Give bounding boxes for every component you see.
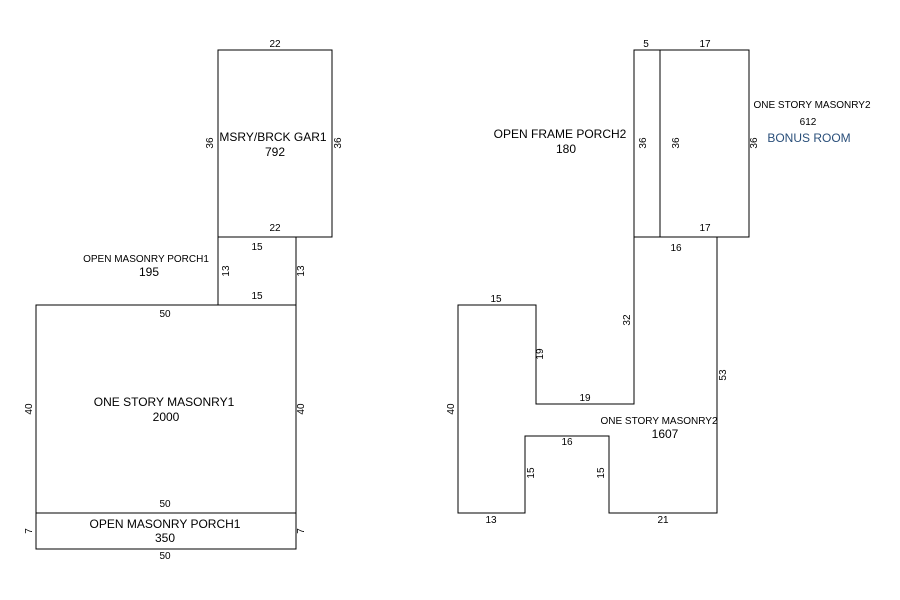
porch-lower-name: OPEN MASONRY PORCH1 <box>90 517 241 531</box>
dim-porch1-right: 13 <box>296 265 307 277</box>
dim-m2u-bottom: 17 <box>699 223 711 234</box>
dim-main-top: 50 <box>159 309 171 320</box>
dim-m2l-bottom-left: 13 <box>485 515 497 526</box>
dim-m2l-inner-vert: 19 <box>535 348 546 360</box>
dim-garage-left: 36 <box>205 137 216 149</box>
dim-porch1-left: 13 <box>221 265 232 277</box>
dim-m2l-notch-right: 15 <box>596 467 607 479</box>
dim-m2l-right: 53 <box>718 369 729 381</box>
dim-m2u-top: 17 <box>699 39 711 50</box>
masonry2-upper-name: ONE STORY MASONRY2 <box>753 100 871 111</box>
dim-m2l-left: 40 <box>446 403 457 415</box>
dim-garage-top: 22 <box>269 39 281 50</box>
masonry2-lower-name: ONE STORY MASONRY2 <box>600 416 718 427</box>
dim-m2l-left-upper: 32 <box>622 314 633 326</box>
dim-porch2-top: 50 <box>159 499 171 510</box>
dim-m2l-notch-top: 16 <box>561 437 573 448</box>
dim-main-left: 40 <box>24 403 35 415</box>
dim-porch2-left: 7 <box>24 528 35 534</box>
dim-m2l-bottom-right: 21 <box>657 515 669 526</box>
dim-porch2-bottom: 50 <box>159 551 171 562</box>
dim-m2u-right: 36 <box>749 137 760 149</box>
porch-lower-area: 350 <box>155 531 175 545</box>
dim-garage-bottom: 22 <box>269 223 281 234</box>
dim-m2l-top-right: 16 <box>670 243 682 254</box>
masonry2-upper-area: 612 <box>800 117 817 128</box>
dim-main-right: 40 <box>296 403 307 415</box>
dim-porch2-right: 7 <box>296 528 307 534</box>
frame-porch-name: OPEN FRAME PORCH2 <box>494 127 627 141</box>
masonry1-area: 2000 <box>153 410 180 424</box>
frame-porch-area: 180 <box>556 142 576 156</box>
dim-m2l-notch-left: 15 <box>526 467 537 479</box>
dim-porch1-bottom: 15 <box>251 291 263 302</box>
dim-fp-top: 5 <box>643 39 649 50</box>
masonry2-lower-area: 1607 <box>652 427 679 441</box>
porch-upper-name: OPEN MASONRY PORCH1 <box>83 254 209 265</box>
masonry1-name: ONE STORY MASONRY1 <box>94 395 235 409</box>
bonus-room-note: BONUS ROOM <box>767 131 850 145</box>
masonry-porch-lower-outline <box>35 512 297 550</box>
masonry1-outline <box>35 304 297 514</box>
garage-name: MSRY/BRCK GAR1 <box>219 130 326 144</box>
dim-m2l-top-left: 15 <box>490 294 502 305</box>
dim-garage-right: 36 <box>333 137 344 149</box>
dim-m2l-step: 19 <box>579 393 591 404</box>
dim-porch1-top: 15 <box>251 242 263 253</box>
porch-upper-area: 195 <box>139 265 159 279</box>
dim-fp-left: 36 <box>638 137 649 149</box>
masonry2-lower-outline <box>457 236 718 514</box>
garage-area: 792 <box>265 145 285 159</box>
dim-m2u-left: 36 <box>671 137 682 149</box>
